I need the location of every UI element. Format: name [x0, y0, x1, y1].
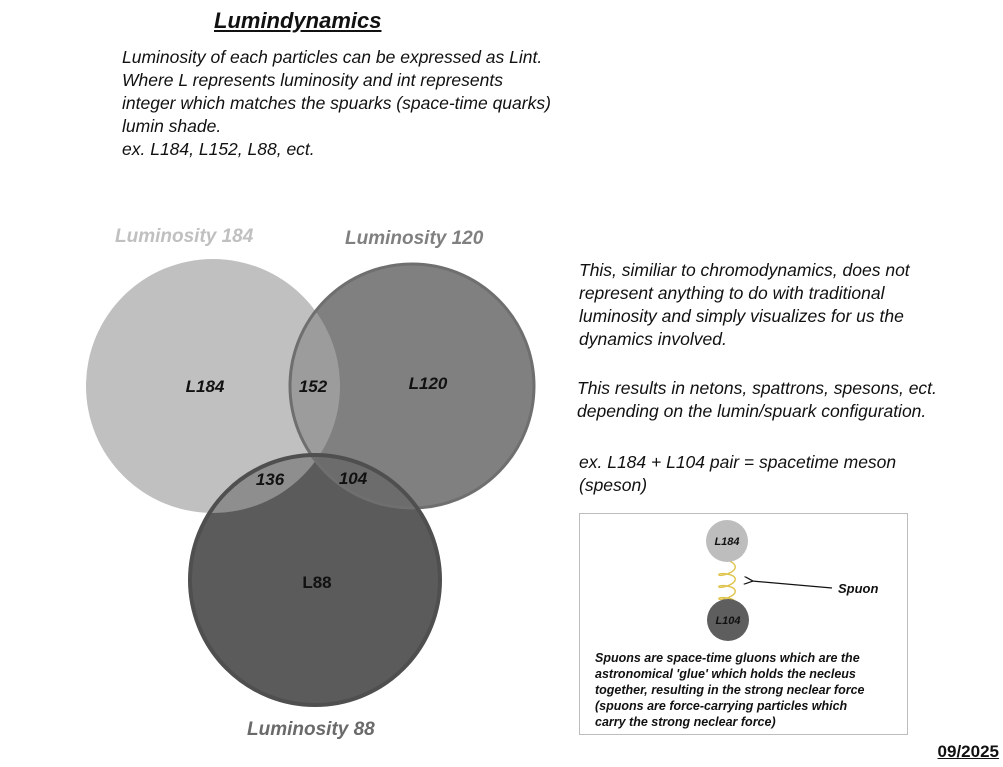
- spuon-caption: Spuons are space-time gluons which are t…: [595, 650, 895, 730]
- circle-luminosity-120: [289, 263, 535, 509]
- luminosity-120-label: Luminosity 120: [345, 228, 484, 249]
- spuon-label: Spuon: [838, 581, 878, 596]
- particle-l104: [707, 599, 749, 641]
- explanation-line: represent anything to do with traditiona…: [579, 283, 885, 303]
- results-line: depending on the lumin/spuark configurat…: [577, 401, 927, 421]
- intro-line: Luminosity of each particles can be expr…: [122, 47, 543, 67]
- caption-line: carry the strong neclear force): [595, 715, 776, 729]
- region-label-l120: L120: [409, 374, 448, 393]
- region-label-104: 104: [339, 469, 368, 488]
- explanation-paragraph: This, similiar to chromodynamics, does n…: [579, 259, 910, 351]
- region-label-l88: L88: [302, 573, 331, 592]
- intro-paragraph: Luminosity of each particles can be expr…: [122, 46, 551, 161]
- outline-luminosity-120: [288, 262, 536, 510]
- particle-l184-label: L184: [714, 536, 739, 548]
- intro-line: lumin shade.: [122, 116, 222, 136]
- explanation-line: dynamics involved.: [579, 329, 727, 349]
- circle-luminosity-88: [189, 454, 441, 706]
- luminosity-184-label: Luminosity 184: [115, 226, 254, 247]
- example-line: (speson): [579, 475, 648, 495]
- spuon-spring-icon: [718, 559, 736, 608]
- caption-line: together, resulting in the strong neclea…: [595, 683, 865, 697]
- intro-line: ex. L184, L152, L88, ect.: [122, 139, 315, 159]
- caption-line: Spuons are space-time gluons which are t…: [595, 651, 860, 665]
- region-label-152: 152: [299, 377, 328, 396]
- region-label-l184: L184: [186, 377, 225, 396]
- intro-line: integer which matches the spuarks (space…: [122, 93, 551, 113]
- results-line: This results in netons, spattrons, speso…: [577, 378, 937, 398]
- explanation-line: luminosity and simply visualizes for us …: [579, 306, 904, 326]
- outline-luminosity-88: [188, 453, 442, 707]
- luminosity-88-label: Luminosity 88: [247, 719, 375, 740]
- explanation-line: This, similiar to chromodynamics, does n…: [579, 260, 910, 280]
- caption-line: (spuons are force-carrying particles whi…: [595, 699, 848, 713]
- caption-line: astronomical 'glue' which holds the necl…: [595, 667, 856, 681]
- region-label-136: 136: [256, 470, 285, 489]
- spuon-inset-figure: L184 L104 Spuon Spuons are space-time gl…: [579, 513, 908, 735]
- particle-l184: [706, 520, 748, 562]
- arrow-to-spuon: [752, 581, 833, 589]
- spuon-diagram: L184 L104 Spuon: [706, 520, 878, 641]
- example-paragraph: ex. L184 + L104 pair = spacetime meson (…: [579, 451, 896, 497]
- intro-line: Where L represents luminosity and int re…: [122, 70, 503, 90]
- example-line: ex. L184 + L104 pair = spacetime meson: [579, 452, 897, 472]
- circle-luminosity-184: [86, 259, 340, 513]
- particle-l104-label: L104: [715, 615, 740, 627]
- page-title: Lumindynamics: [214, 8, 382, 33]
- results-paragraph: This results in netons, spattrons, speso…: [577, 377, 937, 423]
- date-stamp: 09/2025: [937, 742, 999, 761]
